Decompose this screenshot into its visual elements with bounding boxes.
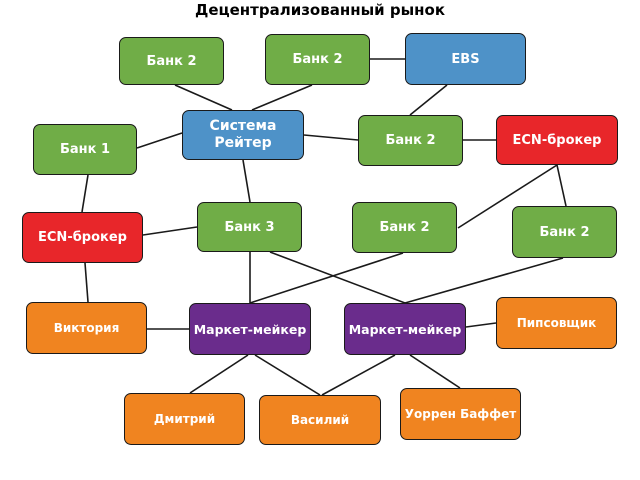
edge-mmleft-dmitry	[189, 354, 249, 394]
diagram-title: Децентрализованный рынок	[194, 1, 446, 19]
node-bank2-lower-right: Банк 2	[512, 206, 617, 258]
edge-bank2a-reuters	[174, 84, 233, 111]
edge-bank2d-mmleft	[249, 252, 404, 304]
edge-ebs-bank2c	[409, 84, 448, 116]
edge-ecnleft-bank3	[142, 226, 198, 236]
node-market-maker-left: Маркет-мейкер	[189, 303, 311, 355]
edge-bank2b-reuters	[251, 84, 313, 111]
node-reuters-system: Система Рейтер	[182, 110, 304, 160]
edge-ecnright-bank2d	[457, 164, 558, 229]
node-bank2-top-mid: Банк 2	[265, 34, 370, 85]
edge-mmright-buffett	[409, 354, 461, 389]
node-bank2-lower-mid: Банк 2	[352, 202, 457, 253]
node-ebs: EBS	[405, 33, 526, 85]
node-bank2-mid-right: Банк 2	[358, 115, 463, 166]
node-ecn-broker-left: ECN-брокер	[22, 212, 143, 263]
edge-ecnleft-victoria	[84, 262, 89, 303]
node-trader-vasily: Василий	[259, 395, 381, 445]
edge-mmright-vasily	[321, 354, 396, 396]
edge-bank1-ecnleft	[81, 174, 89, 213]
node-bank3: Банк 3	[197, 202, 302, 252]
node-trader-buffett: Уоррен Баффет	[400, 388, 521, 440]
edge-reuters-bank3	[242, 159, 251, 203]
node-trader-dmitry: Дмитрий	[124, 393, 245, 445]
node-bank2-top-left: Банк 2	[119, 37, 224, 85]
node-trader-victoria: Виктория	[26, 302, 147, 354]
edge-mmright-pipsovshchik	[465, 322, 497, 328]
edge-bank1-reuters	[136, 132, 183, 149]
node-ecn-broker-right: ECN-брокер	[496, 115, 618, 165]
edge-reuters-bank2c	[303, 134, 359, 141]
edge-mmleft-vasily	[254, 354, 321, 396]
edge-bank2e-mmright	[404, 257, 564, 304]
node-trader-pipsovshchik: Пипсовщик	[496, 297, 617, 349]
node-bank1: Банк 1	[33, 124, 137, 175]
node-market-maker-right: Маркет-мейкер	[344, 303, 466, 355]
edge-ecnright-bank2e	[556, 164, 567, 207]
edge-bank3-mmright	[269, 251, 406, 304]
